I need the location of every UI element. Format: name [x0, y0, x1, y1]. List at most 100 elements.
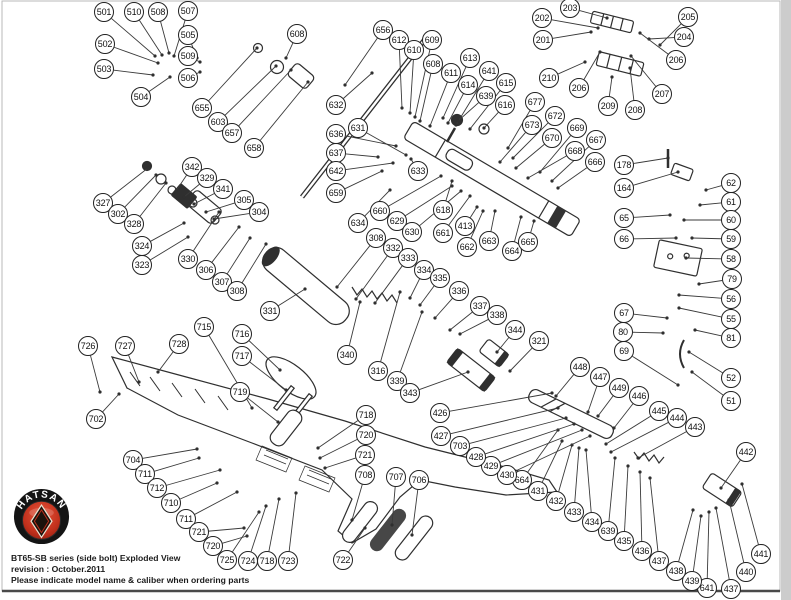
part-point-308 — [264, 242, 268, 246]
logo-diamond — [30, 503, 53, 539]
leader-line-427 — [450, 407, 559, 435]
part-point-720 — [318, 456, 322, 460]
part-point-338 — [458, 332, 462, 336]
part-point-67 — [665, 316, 669, 320]
part-point-631 — [404, 153, 408, 157]
part-point-434 — [584, 448, 588, 452]
part-point-673 — [498, 160, 502, 164]
part-point-62 — [704, 188, 708, 192]
leader-line-711 — [154, 457, 200, 472]
leader-line-636 — [345, 135, 397, 147]
leader-line-673 — [499, 132, 526, 163]
part-point-435 — [626, 464, 630, 468]
part-point-331 — [303, 287, 307, 291]
cocking-tube-drawing — [528, 388, 742, 507]
leader-line-639 — [608, 457, 616, 522]
leader-line-663 — [490, 210, 496, 232]
part-point-630 — [459, 189, 463, 193]
leader-line-327 — [110, 167, 149, 198]
leader-line-609 — [414, 49, 431, 118]
part-point-656 — [343, 83, 347, 87]
part-point-614 — [446, 121, 450, 125]
part-point-615 — [468, 127, 472, 131]
leader-line-704 — [142, 448, 198, 459]
leader-line-81 — [694, 329, 722, 337]
part-point-69 — [676, 383, 680, 387]
part-point-178 — [666, 156, 670, 160]
leader-line-334 — [409, 278, 420, 299]
part-point-440 — [727, 498, 731, 502]
part-point-337 — [448, 328, 452, 332]
part-point-428 — [572, 422, 576, 426]
part-point-333 — [373, 301, 377, 305]
part-point-448 — [554, 394, 558, 398]
leader-line-449 — [597, 395, 614, 417]
part-point-724 — [264, 504, 268, 508]
part-point-728 — [156, 370, 160, 374]
leader-line-61 — [699, 202, 722, 206]
leader-line-178 — [633, 157, 669, 164]
part-point-59 — [690, 236, 694, 240]
part-point-321 — [508, 369, 512, 373]
part-point-445 — [604, 442, 608, 446]
part-point-711 — [197, 456, 201, 460]
part-point-609 — [413, 115, 417, 119]
part-point-641 — [707, 510, 711, 514]
leader-line-442 — [720, 459, 741, 489]
part-point-316 — [398, 290, 402, 294]
leader-line-715 — [208, 335, 253, 409]
part-point-437 — [714, 506, 718, 510]
part-point-329 — [182, 195, 186, 199]
part-point-503 — [151, 73, 155, 77]
leader-line-508 — [160, 21, 170, 54]
leader-line-330 — [193, 211, 220, 251]
part-point-431 — [560, 439, 564, 443]
part-point-330 — [217, 210, 221, 214]
leader-line-632 — [343, 72, 373, 99]
leader-line-435 — [624, 465, 629, 532]
leader-line-664 — [527, 429, 559, 473]
leader-line-431 — [541, 440, 563, 483]
leader-line-608 — [285, 42, 294, 59]
part-point-164 — [676, 170, 680, 174]
part-point-207 — [629, 54, 633, 58]
part-point-655 — [255, 46, 259, 50]
leader-line-306 — [211, 226, 240, 263]
leader-line-618 — [445, 180, 453, 201]
leader-line-603 — [224, 65, 277, 116]
leader-line-615 — [469, 90, 501, 130]
part-point-328 — [164, 181, 168, 185]
part-point-208 — [628, 66, 632, 70]
leader-line-659 — [344, 170, 383, 190]
part-point-80 — [661, 331, 665, 335]
leader-line-725 — [232, 511, 260, 552]
part-point-60 — [682, 218, 686, 222]
part-point-610 — [408, 111, 412, 115]
leader-line-67 — [633, 313, 668, 319]
part-point-323 — [186, 235, 190, 239]
leader-line-79 — [698, 280, 723, 285]
part-point-677 — [506, 146, 510, 150]
part-point-58 — [684, 256, 688, 260]
leader-line-338 — [459, 319, 489, 335]
leader-line-202 — [551, 19, 599, 29]
leader-line-642 — [345, 162, 394, 171]
leader-line-339 — [399, 311, 423, 372]
part-point-206 — [638, 31, 642, 35]
leader-line-56 — [678, 294, 722, 299]
leader-line-723 — [288, 492, 297, 552]
leader-line-210 — [557, 61, 586, 75]
leader-line-80 — [632, 331, 664, 334]
leader-line-51 — [691, 371, 724, 396]
leader-line-441 — [741, 483, 759, 545]
part-point-438 — [691, 508, 695, 512]
part-point-439 — [699, 514, 703, 518]
leader-line-69 — [632, 355, 679, 386]
leader-line-58 — [685, 257, 722, 260]
part-point-502 — [156, 61, 160, 65]
part-point-613 — [441, 116, 445, 120]
leader-line-52 — [688, 351, 723, 374]
part-point-437 — [648, 476, 652, 480]
part-point-658 — [306, 80, 310, 84]
part-point-723 — [294, 491, 298, 495]
